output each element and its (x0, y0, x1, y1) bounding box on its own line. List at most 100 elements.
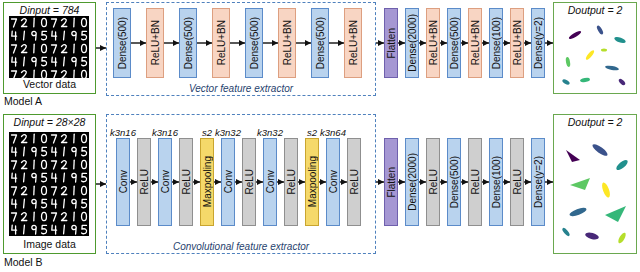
dense-layer: Dense(100) (489, 8, 503, 78)
layer-label: Dense(2000) (407, 14, 418, 72)
dense-layer: Dense(2000) (405, 8, 419, 78)
flatten-layer: Flatten (384, 138, 398, 226)
panel-title: Doutput = 2 (568, 5, 623, 17)
layer-label: Conv (118, 170, 129, 193)
relu-bn-layer: ReLU+BN (344, 8, 362, 78)
layer-label: Conv (223, 170, 234, 193)
arrow-connector (419, 181, 426, 182)
kernel-label: k3n16 (110, 128, 136, 138)
layer-label: ReLU (428, 169, 439, 195)
arrow-connector (461, 181, 468, 182)
layer-label: Conv (328, 170, 339, 193)
model-label: Model A (4, 96, 42, 108)
layer-label: Dense(100) (491, 156, 502, 208)
conv-layer: k3n16Conv (158, 138, 172, 226)
layer-label: ReLU (470, 169, 481, 195)
layer-label: Dense(500) (449, 156, 460, 208)
output-panel: Doutput = 2 (553, 2, 637, 94)
model-label: Model B (4, 257, 43, 269)
layer-label: Maxpooling (307, 156, 318, 207)
layer-label: ReLU+BN (512, 20, 523, 65)
arrow-connector (277, 181, 284, 182)
arrow-connector (193, 181, 200, 182)
relu-bn-layer: ReLU+BN (510, 8, 524, 78)
dense-layer: Dense(2000) (405, 138, 419, 226)
panel-caption: Vector data (23, 79, 76, 91)
conv-layer: k3n32Conv (221, 138, 235, 226)
dense-layer: Dense(500) (311, 8, 329, 78)
maxpool-layer: s2Maxpooling (305, 138, 319, 226)
relu-bn-layer: ReLU+BN (146, 8, 164, 78)
layer-label: Conv (265, 170, 276, 193)
kernel-label: k3n32 (257, 128, 283, 138)
digit-grid (9, 132, 89, 236)
relu-layer: ReLU (510, 138, 524, 226)
layer-label: Dense(500) (315, 17, 326, 69)
layer-label: ReLU+BN (282, 20, 293, 65)
layer-label: Dense(500) (449, 17, 460, 69)
group-label: Convolutional feature extractor (173, 241, 309, 252)
dense-layer: Dense(100) (489, 138, 503, 226)
layer-label: Dense(y=2) (533, 17, 544, 69)
conv-layer: k3n64Conv (326, 138, 340, 226)
arrow-connector (398, 181, 405, 182)
relu-layer: ReLU (468, 138, 482, 226)
arrow-connector (329, 42, 344, 43)
kernel-label: k3n32 (215, 128, 241, 138)
arrow-connector (131, 42, 146, 43)
layer-label: ReLU (244, 169, 255, 195)
arrow-connector (235, 181, 242, 182)
arrow-connector (524, 42, 531, 43)
flatten-layer: Flatten (384, 8, 398, 78)
group-label: Vector feature extractor (189, 83, 293, 94)
arrow-connector (96, 47, 106, 48)
arrow-connector (545, 181, 553, 182)
layer-label: Dense(2000) (407, 153, 418, 211)
relu-layer: ReLU (179, 138, 193, 226)
layer-label: ReLU+BN (216, 20, 227, 65)
layer-label: ReLU+BN (150, 20, 161, 65)
relu-layer: ReLU (137, 138, 151, 226)
relu-bn-layer: ReLU+BN (212, 8, 230, 78)
conv-layer: k3n32Conv (263, 138, 277, 226)
dense-layer: Dense(500) (179, 8, 197, 78)
panel-title: Dinput = 784 (20, 5, 80, 17)
arrow-connector (524, 181, 531, 182)
maxpool-layer: s2Maxpooling (200, 138, 214, 226)
arrow-connector (230, 42, 245, 43)
arrow-connector (419, 42, 426, 43)
input-panel: Dinput = 28×28Image data (3, 114, 96, 254)
kernel-label: k3n64 (320, 128, 346, 138)
output-panel: Doutput = 2 (553, 114, 637, 254)
arrow-connector (398, 42, 405, 43)
layer-label: ReLU (181, 169, 192, 195)
kernel-label: k3n16 (152, 128, 178, 138)
arrow-connector (461, 42, 468, 43)
arrow-connector (298, 181, 305, 182)
dense-layer: Dense(500) (113, 8, 131, 78)
arrow-connector (376, 42, 384, 43)
relu-bn-layer: ReLU+BN (468, 8, 482, 78)
layer-label: ReLU (349, 169, 360, 195)
arrow-connector (197, 42, 212, 43)
arrow-connector (440, 181, 447, 182)
arrow-connector (296, 42, 311, 43)
layer-label: Dense(y=2) (533, 156, 544, 208)
dense-layer: Dense(500) (245, 8, 263, 78)
extractor-group: Convolutional feature extractork3n16Conv… (106, 114, 376, 254)
layer-label: ReLU+BN (348, 20, 359, 65)
dense-layer: Dense(500) (447, 138, 461, 226)
layer-label: ReLU+BN (428, 20, 439, 65)
relu-bn-layer: ReLU+BN (426, 8, 440, 78)
layer-label: Conv (160, 170, 171, 193)
arrow-connector (172, 181, 179, 182)
arrow-connector (503, 181, 510, 182)
arrow-connector (130, 181, 137, 182)
layer-label: Flatten (386, 28, 397, 59)
extractor-group: Vector feature extractor Dense(500) ReLU+B… (106, 2, 376, 96)
embedding-scatter (561, 142, 629, 244)
dense-layer: Dense(y=2) (531, 8, 545, 78)
panel-title: Doutput = 2 (568, 117, 623, 129)
relu-layer: ReLU (426, 138, 440, 226)
